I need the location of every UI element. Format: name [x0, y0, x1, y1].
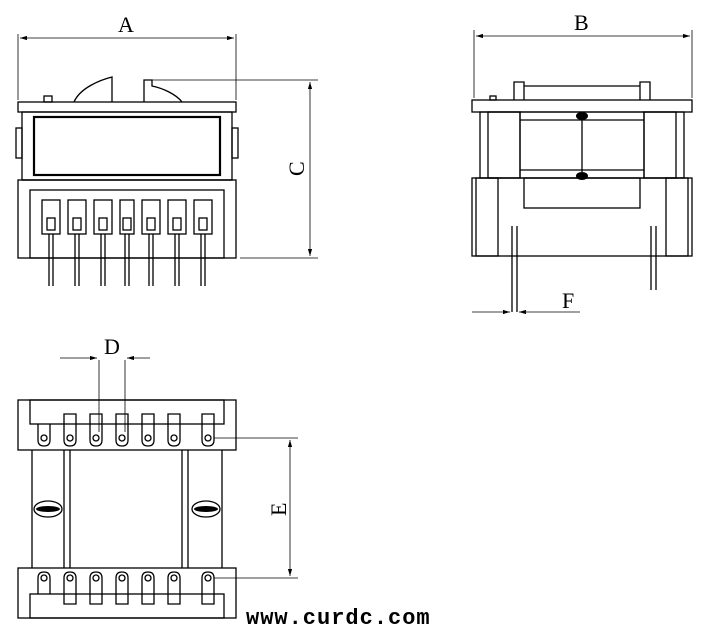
dimension-label-d: D	[104, 334, 120, 359]
front-view: A C	[15, 12, 318, 286]
watermark-text: www.curdc.com	[246, 606, 431, 631]
side-view: B F	[471, 10, 693, 315]
bottom-view: D E	[17, 334, 298, 619]
dimension-label-c: C	[284, 161, 309, 176]
dimension-label-e: E	[266, 503, 291, 516]
front-pins	[41, 199, 213, 286]
dimension-label-b: B	[574, 10, 589, 35]
dimension-label-a: A	[118, 12, 134, 37]
bottom-view-pin-pads-top	[37, 413, 215, 447]
bottom-view-pin-pads-bottom	[37, 571, 215, 605]
dimension-label-f: F	[562, 288, 574, 313]
